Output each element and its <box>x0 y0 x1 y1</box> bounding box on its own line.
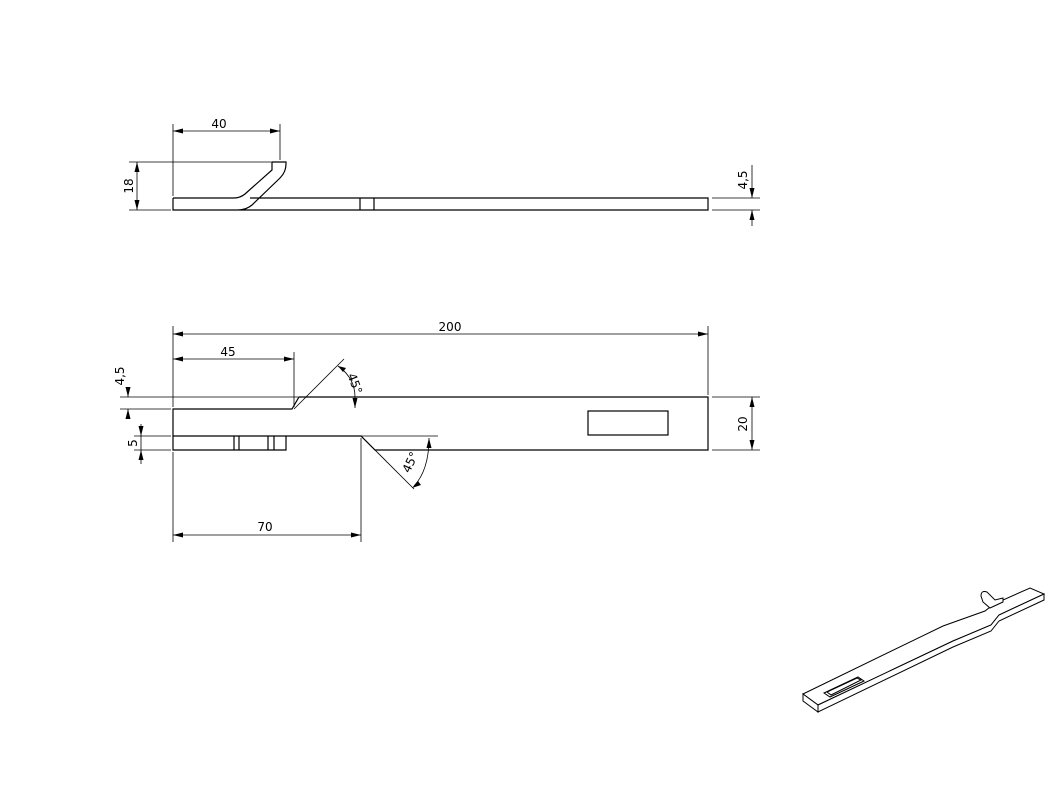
dim-angle-bottom-label: 45° <box>400 450 422 475</box>
side-view: 40 18 4,5 <box>122 117 760 226</box>
dim-width-label: 20 <box>736 416 750 431</box>
isometric-view <box>802 587 1046 713</box>
dim-notch-depth: 4,5 <box>113 366 298 419</box>
dim-notch-depth-label: 4,5 <box>113 366 127 385</box>
dim-bend-length-label: 40 <box>211 117 226 131</box>
dim-thickness: 4,5 <box>712 165 760 226</box>
dim-tab-width: 5 <box>126 424 171 464</box>
side-view-part-outline <box>172 161 709 211</box>
iso-hook <box>980 591 1004 609</box>
dim-height: 18 <box>122 161 272 211</box>
dim-angle-top: 45° <box>293 358 365 410</box>
dim-height-label: 18 <box>122 178 136 193</box>
dim-total-length: 200 <box>172 320 709 407</box>
dim-total-length-label: 200 <box>439 320 462 334</box>
dim-angle-bottom: 45° <box>360 435 438 490</box>
iso-side-face <box>817 593 1045 713</box>
dim-width: 20 <box>712 396 760 451</box>
dim-notch-offset-label: 45 <box>220 345 235 359</box>
top-view-tab <box>172 436 287 451</box>
dim-angle-top-label: 45° <box>345 371 365 396</box>
dim-notch-offset: 45 <box>173 345 295 407</box>
top-view-part-outline <box>172 396 709 451</box>
top-view: 200 45 45° 4,5 <box>113 320 760 542</box>
top-view-slot <box>587 410 669 436</box>
iso-slot-inner <box>826 677 863 696</box>
dim-thickness-label: 4,5 <box>736 170 750 189</box>
dim-tab-width-label: 5 <box>126 439 140 447</box>
dim-bend-length: 40 <box>172 117 281 196</box>
dim-step-length-label: 70 <box>257 520 272 534</box>
dim-step-length: 70 <box>172 438 362 542</box>
